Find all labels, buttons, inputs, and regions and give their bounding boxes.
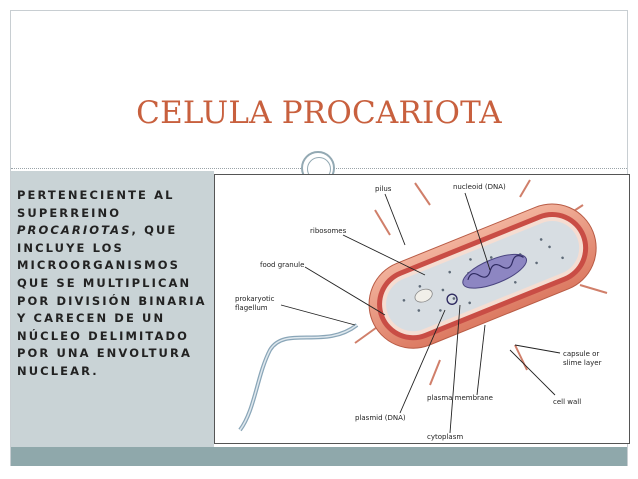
slide-title: CELULA PROCARIOTA: [136, 95, 502, 131]
label-capsule-1: capsule or: [563, 350, 599, 358]
label-nucleoid: nucleoid (DNA): [453, 183, 506, 191]
label-capsule-2: slime layer: [563, 359, 602, 367]
slide: CELULA PROCARIOTA PERTENECIENTE AL SUPER…: [10, 10, 630, 466]
footer-band: [11, 447, 627, 466]
body-text: PERTENECIENTE AL SUPERREINO PROCARIOTAS,…: [17, 187, 215, 381]
label-food-granule: food granule: [260, 261, 304, 269]
prokaryotic-cell-diagram: pilus nucleoid (DNA) ribosomes food gran…: [214, 174, 630, 444]
flagellum: [238, 323, 359, 432]
leader-lines: [280, 192, 561, 434]
label-plasma-membrane: plasma membrane: [427, 394, 493, 402]
nucleoid-shape: [462, 253, 528, 289]
body-text-emphasis: PROCARIOTAS: [17, 223, 132, 238]
label-flagellum-2: flagellum: [235, 304, 268, 312]
food-granule-shape: [414, 288, 433, 303]
label-ribosomes: ribosomes: [310, 227, 347, 235]
body-text-end: , QUE INCLUYE LOS MICROORGANISMOS QUE SE…: [17, 223, 207, 378]
body-text-start: PERTENECIENTE AL SUPERREINO: [17, 188, 175, 220]
text-panel: PERTENECIENTE AL SUPERREINO PROCARIOTAS,…: [11, 171, 214, 447]
label-cytoplasm: cytoplasm: [427, 433, 463, 441]
label-plasmid: plasmid (DNA): [355, 414, 406, 422]
cell-illustration: pilus nucleoid (DNA) ribosomes food gran…: [235, 179, 608, 441]
title-area: CELULA PROCARIOTA: [11, 11, 627, 169]
label-flagellum-1: prokaryotic: [235, 295, 275, 303]
cell-body: [368, 203, 597, 349]
label-cell-wall: cell wall: [553, 398, 581, 406]
plasmid-shape: [446, 293, 458, 305]
label-pilus: pilus: [375, 185, 392, 193]
